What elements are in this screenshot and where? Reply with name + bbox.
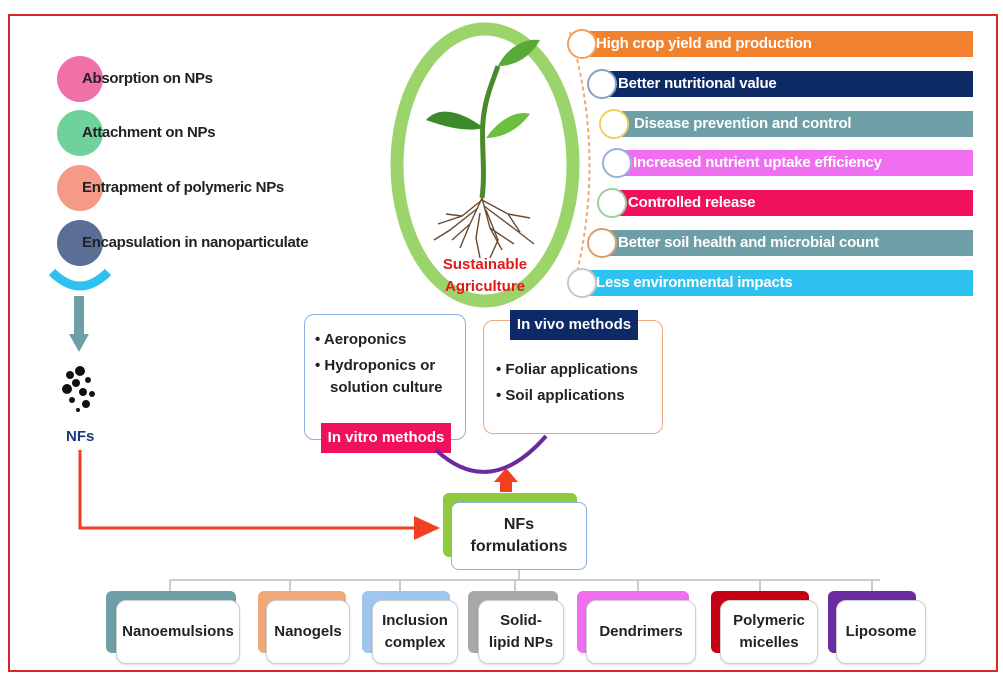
- method-encapsulation: Encapsulation in nanoparticulate: [82, 234, 309, 251]
- attachment-circle: [57, 110, 103, 156]
- liposome-line1: Liposome: [845, 623, 917, 640]
- sustainable-agriculture-label: Sustainable Agriculture: [420, 254, 550, 298]
- dendrimers-line1: Dendrimers: [599, 623, 683, 640]
- benefit-bar-uptake: Increased nutrient uptake efficiency: [615, 150, 973, 176]
- benefit-uptake-label: Increased nutrient uptake efficiency: [633, 154, 882, 171]
- in-vitro-item-2-text: Hydroponics or: [324, 357, 436, 374]
- benefit-soil-label: Better soil health and microbial count: [618, 234, 879, 251]
- solid-lipid-line2: lipid NPs: [488, 634, 554, 651]
- encapsulation-circle: [57, 220, 103, 266]
- in-vivo-item-2-text: Soil applications: [505, 387, 625, 404]
- nano-particles-icon: [62, 366, 95, 412]
- solid-lipid-box: Solid-lipid NPs: [478, 600, 564, 664]
- benefit-circle-nutrition: [587, 69, 617, 99]
- benefit-release-label: Controlled release: [628, 194, 756, 211]
- nfs-arrow-head: [414, 516, 440, 540]
- benefit-circle-release: [597, 188, 627, 218]
- in-vivo-item-1-text: Foliar applications: [505, 361, 638, 378]
- method-entrapment: Entrapment of polymeric NPs: [82, 179, 284, 196]
- benefit-bar-disease: Disease prevention and control: [612, 111, 973, 137]
- sustainable-agriculture-graphic: [390, 22, 580, 308]
- benefit-nutrition-label: Better nutritional value: [618, 75, 777, 92]
- benefit-bar-release: Controlled release: [610, 190, 973, 216]
- method-absorption: Absorption on NPs: [82, 70, 213, 87]
- nanoemulsions-box: Nanoemulsions: [116, 600, 240, 664]
- formulations-line1: NFs: [503, 516, 535, 533]
- plant-seedling-icon: [426, 39, 540, 259]
- nfs-label: NFs: [66, 428, 95, 445]
- benefit-disease-label: Disease prevention and control: [634, 115, 852, 132]
- benefit-circle-soil: [587, 228, 617, 258]
- in-vitro-item-3-text: solution culture: [330, 379, 443, 396]
- in-vitro-box: • Aeroponics • Hydroponics or solution c…: [304, 314, 466, 440]
- in-vitro-tag: In vitro methods: [321, 423, 451, 453]
- in-vivo-tag: In vivo methods: [510, 310, 638, 340]
- nanogels-box: Nanogels: [266, 600, 350, 664]
- inclusion-complex-box: Inclusion complex: [372, 600, 458, 664]
- benefit-bar-nutrition: Better nutritional value: [600, 71, 973, 97]
- dendrimers-box: Dendrimers: [586, 600, 696, 664]
- micelles-line2: micelles: [739, 634, 799, 651]
- benefit-yield-label: High crop yield and production: [596, 35, 812, 52]
- in-vivo-item-2: • Soil applications: [496, 387, 625, 404]
- benefit-bar-environment: Less environmental impacts: [580, 270, 973, 296]
- in-vitro-item-1-text: Aeroponics: [323, 331, 407, 348]
- up-arrow-head: [494, 468, 518, 482]
- in-vitro-item-1: • Aeroponics: [315, 331, 407, 348]
- inclusion-line1: Inclusion: [382, 612, 448, 629]
- absorption-circle: [57, 56, 103, 102]
- benefit-circle-environment: [567, 268, 597, 298]
- benefit-circle-disease: [599, 109, 629, 139]
- down-arrow-head: [69, 334, 89, 352]
- in-vivo-item-1: • Foliar applications: [496, 361, 638, 378]
- method-attachment: Attachment on NPs: [82, 124, 216, 141]
- nanoemulsions-line1: Nanoemulsions: [122, 623, 234, 640]
- figure-frame: [8, 14, 998, 672]
- benefit-circle-yield: [567, 29, 597, 59]
- benefit-circle-uptake: [602, 148, 632, 178]
- liposome-box: Liposome: [836, 600, 926, 664]
- in-vitro-item-2: • Hydroponics or: [315, 357, 436, 374]
- formulations-box: NFs formulations: [451, 502, 587, 570]
- collector-arc: [48, 268, 112, 291]
- down-arrow-shaft: [74, 296, 84, 336]
- benefit-bar-yield: High crop yield and production: [580, 31, 973, 57]
- benefit-bar-soil: Better soil health and microbial count: [600, 230, 973, 256]
- methods-arc: [434, 434, 548, 474]
- benefit-environment-label: Less environmental impacts: [596, 274, 793, 291]
- nanogels-line1: Nanogels: [274, 623, 342, 640]
- nfs-to-formulation-arrow: [78, 450, 418, 530]
- polymeric-micelles-box: Polymeric micelles: [720, 600, 818, 664]
- in-vitro-item-3: solution culture: [330, 377, 443, 399]
- inclusion-line2: complex: [384, 634, 446, 651]
- micelles-line1: Polymeric: [733, 612, 805, 629]
- label-line2: Agriculture: [444, 278, 525, 295]
- label-line1: Sustainable: [442, 256, 528, 273]
- up-arrow-shaft: [500, 480, 512, 492]
- formulations-line2: formulations: [470, 538, 568, 555]
- solid-lipid-line1: Solid-: [500, 612, 542, 629]
- entrapment-circle: [57, 165, 103, 211]
